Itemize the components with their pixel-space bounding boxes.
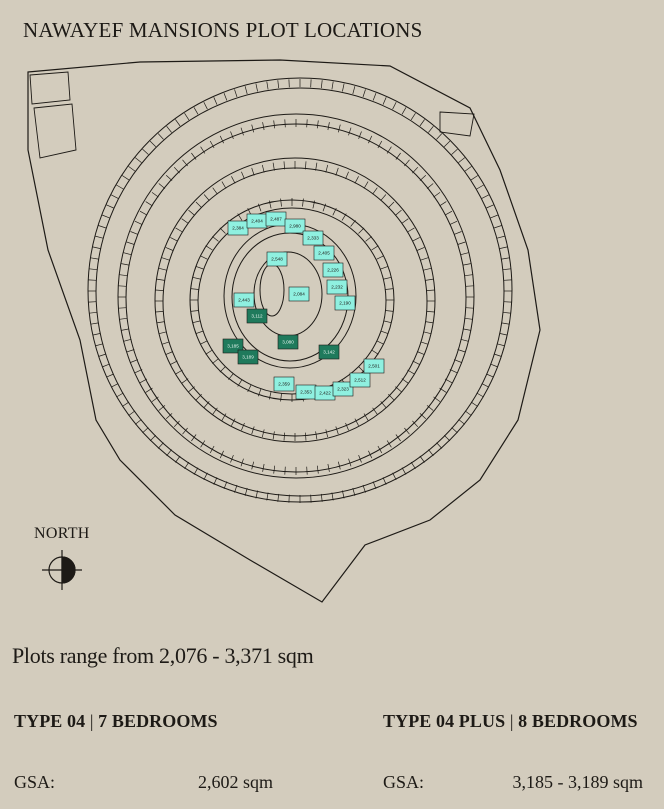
gsa-label: GSA: (383, 772, 425, 792)
plot-highlight (302, 230, 324, 246)
plot-highlight (233, 292, 255, 308)
north-label: NORTH (34, 525, 90, 542)
plot-area-label: 3,080 (282, 340, 294, 345)
corner-parcels (29, 71, 475, 159)
type-04-plus-heading: TYPE 04 PLUS | 8 BEDROOMS (383, 711, 638, 732)
plot-highlight (332, 381, 354, 397)
plot-area-label: 2,548 (271, 257, 283, 262)
plot-area-label: 2,333 (307, 236, 319, 241)
plot-highlight (237, 349, 259, 365)
plot-area-label: 2,422 (319, 391, 331, 396)
plot-area-label: 2,405 (318, 251, 330, 256)
separator: | (509, 711, 514, 731)
plot-area-label: 2,190 (339, 301, 351, 306)
plot-highlight (284, 218, 306, 234)
plot-area-label: 3,185 (227, 344, 239, 349)
plot-area-label: 2,443 (238, 298, 250, 303)
plot-area-label: 2,404 (251, 219, 263, 224)
plot-highlight (277, 334, 299, 350)
separator: | (89, 711, 94, 731)
plot-area-label: 2,384 (232, 226, 244, 231)
type-name: TYPE 04 PLUS (383, 711, 506, 731)
plot-area-label: 2,226 (327, 268, 339, 273)
plot-area-label: 2,512 (354, 378, 366, 383)
north-arrow-icon (42, 550, 82, 590)
plot-area-label: 2,232 (331, 285, 343, 290)
plot-highlight (313, 245, 335, 261)
plot-dividers (88, 79, 512, 503)
plot-area-label: 2,359 (278, 382, 290, 387)
plot-range-text: Plots range from 2,076 - 3,371 sqm (12, 643, 314, 668)
gsa-value: 2,602 sqm (197, 772, 273, 792)
plot-highlight (222, 338, 244, 354)
plot-area-label: 3,112 (251, 314, 263, 319)
plot-highlight (273, 376, 295, 392)
plot-area-label: 2,980 (289, 224, 301, 229)
plot-highlight (318, 344, 340, 360)
plot-highlight (349, 372, 371, 388)
plot-highlight (288, 286, 310, 302)
site-boundary (27, 59, 541, 603)
gsa-label: GSA: (14, 772, 56, 792)
plot-area-label: 2,323 (337, 387, 349, 392)
type-name: TYPE 04 (14, 711, 86, 731)
bedroom-count: 7 BEDROOMS (98, 711, 218, 731)
plot-area-label: 2,487 (270, 217, 282, 222)
plot-area-label: 2,353 (300, 390, 312, 395)
gsa-value: 3,185 - 3,189 sqm (512, 772, 644, 792)
page-title: NAWAYEF MANSIONS PLOT LOCATIONS (23, 18, 423, 42)
type-04-heading: TYPE 04 | 7 BEDROOMS (14, 711, 218, 732)
plot-area-label: 2,084 (293, 292, 305, 297)
site-plan-map: 2,384 2,404 2,487 2,980 2,333 2,405 2,226 2,232… (27, 59, 541, 603)
plot-area-label: 3,142 (323, 350, 335, 355)
plot-highlight (363, 358, 385, 374)
plot-highlight (322, 262, 344, 278)
bedroom-count: 8 BEDROOMS (518, 711, 638, 731)
plot-highlight (326, 279, 348, 295)
plot-area-label: 3,189 (242, 355, 254, 360)
highlighted-plots: 2,384 2,404 2,487 2,980 2,333 2,405 2,226 2,232… (222, 211, 385, 401)
plot-highlight (246, 308, 268, 324)
plot-highlight (334, 295, 356, 311)
plot-area-label: 2,501 (368, 364, 380, 369)
plot-highlight (266, 251, 288, 267)
